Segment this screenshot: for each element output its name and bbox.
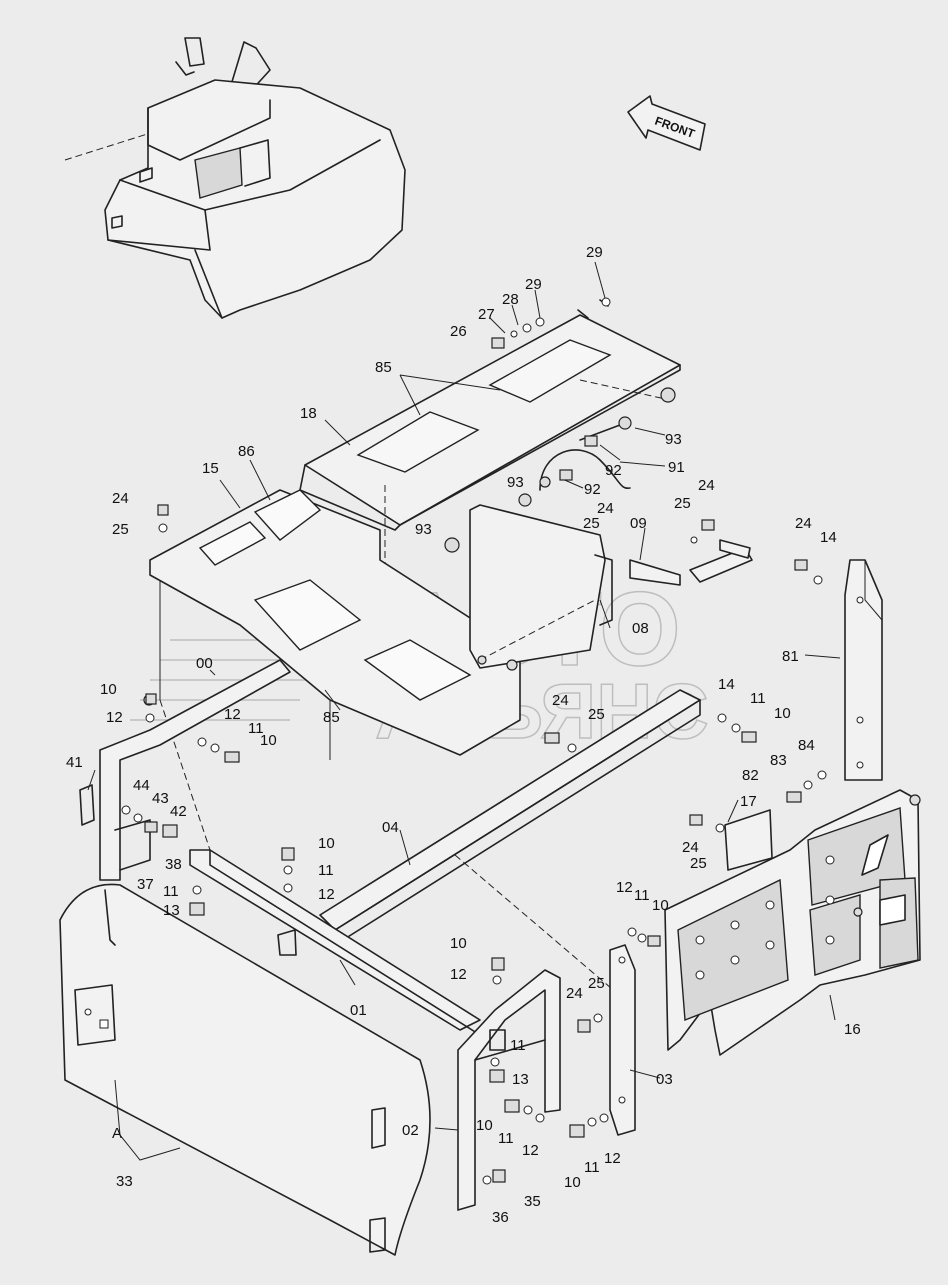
callout-24-g: 24 [566,985,583,1002]
callout-43: 43 [152,790,169,807]
bar-03 [609,944,636,1136]
callout-25-b: 25 [112,521,129,538]
callout-14-b: 14 [718,676,735,693]
callout-labels: 29 29 28 27 26 85 18 93 92 91 93 92 24 2… [66,244,861,1226]
callout-36: 36 [492,1209,509,1226]
callout-15: 15 [202,460,219,477]
callout-12-e: 12 [450,966,467,983]
callout-12-b: 12 [224,706,241,723]
front-arrow-icon: FRONT [627,95,706,151]
callout-37: 37 [137,876,154,893]
callout-92-b: 92 [584,481,601,498]
callout-12-f: 12 [522,1142,539,1159]
callout-81: 81 [782,648,799,665]
callout-12-c: 12 [318,886,335,903]
callout-24-f: 24 [682,839,699,856]
callout-82: 82 [742,767,759,784]
callout-11-h: 11 [584,1159,600,1176]
callout-35: 35 [524,1193,541,1210]
callout-25-f: 25 [588,975,605,992]
bracket-08 [469,504,613,669]
watermark-logo-icon [130,639,330,721]
callout-27: 27 [478,306,495,323]
bracket-17 [724,809,773,871]
callout-41: 41 [66,754,83,771]
fasteners [121,297,827,1185]
callout-10-c: 10 [774,705,791,722]
callout-25-c: 25 [674,495,691,512]
frame-02 [457,969,561,1211]
callout-00: 00 [196,655,213,672]
callout-91: 91 [668,459,685,476]
callout-93-a: 93 [665,431,682,448]
callout-11-e: 11 [634,887,650,904]
callout-26: 26 [450,323,467,340]
callout-85-b: 85 [323,709,340,726]
callout-02: 02 [402,1122,419,1139]
floor-plate-15 [149,489,521,851]
callout-92-a: 92 [605,462,622,479]
callout-03: 03 [656,1071,673,1088]
callout-A: A [112,1125,122,1142]
callout-11-d: 11 [163,883,179,900]
callout-08: 08 [632,620,649,637]
callout-10-d: 10 [318,835,335,852]
callout-24-d: 24 [795,515,812,532]
callout-33: 33 [116,1173,133,1190]
callout-11-b: 11 [750,690,766,707]
callout-10-b: 10 [260,732,277,749]
callout-12-g: 12 [604,1150,621,1167]
callout-44: 44 [133,777,150,794]
callout-28: 28 [502,291,519,308]
callout-93-b: 93 [507,474,524,491]
callout-10-e: 10 [652,897,669,914]
callout-84: 84 [798,737,815,754]
callout-18: 18 [300,405,317,422]
callout-13-a: 13 [163,902,180,919]
callout-25-e: 25 [690,855,707,872]
floor-plate-16 [664,789,921,1056]
callout-42: 42 [170,803,187,820]
mounting-plate-81 [844,559,883,781]
callout-86: 86 [238,443,255,460]
callout-11-f: 11 [510,1037,526,1054]
callout-11-a: 11 [248,720,264,737]
callout-85-a: 85 [375,359,392,376]
callout-11-g: 11 [498,1130,514,1147]
callout-12-d: 12 [616,879,633,896]
side-cover-33 [59,883,431,1256]
callout-93-c: 93 [415,521,432,538]
callout-24-e: 24 [552,692,569,709]
callout-13-b: 13 [512,1071,529,1088]
ground-cable-91 [444,387,676,671]
cab-console-assembly [64,37,406,319]
callout-24-a: 24 [597,500,614,517]
callout-10-f: 10 [450,935,467,952]
top-cover-plate-18 [299,299,681,600]
callout-29-a: 29 [586,244,603,261]
callout-16: 16 [844,1021,861,1038]
callout-10-h: 10 [564,1174,581,1191]
callout-01: 01 [350,1002,367,1019]
bracket-09 [629,539,753,586]
callout-12-a: 12 [106,709,123,726]
callout-83: 83 [770,752,787,769]
callout-24-c: 24 [698,477,715,494]
callout-25-d: 25 [588,706,605,723]
callout-09: 09 [630,515,647,532]
callout-25-a: 25 [583,515,600,532]
callout-10-g: 10 [476,1117,493,1134]
callout-29-b: 29 [525,276,542,293]
frame-01 [189,849,481,1036]
callout-17: 17 [740,793,757,810]
callout-14-a: 14 [820,529,837,546]
callout-24-b: 24 [112,490,129,507]
callout-11-c: 11 [318,862,334,879]
leader-lines [87,261,841,1161]
callout-38: 38 [165,856,182,873]
callout-04: 04 [382,819,399,836]
callout-10-a: 10 [100,681,117,698]
